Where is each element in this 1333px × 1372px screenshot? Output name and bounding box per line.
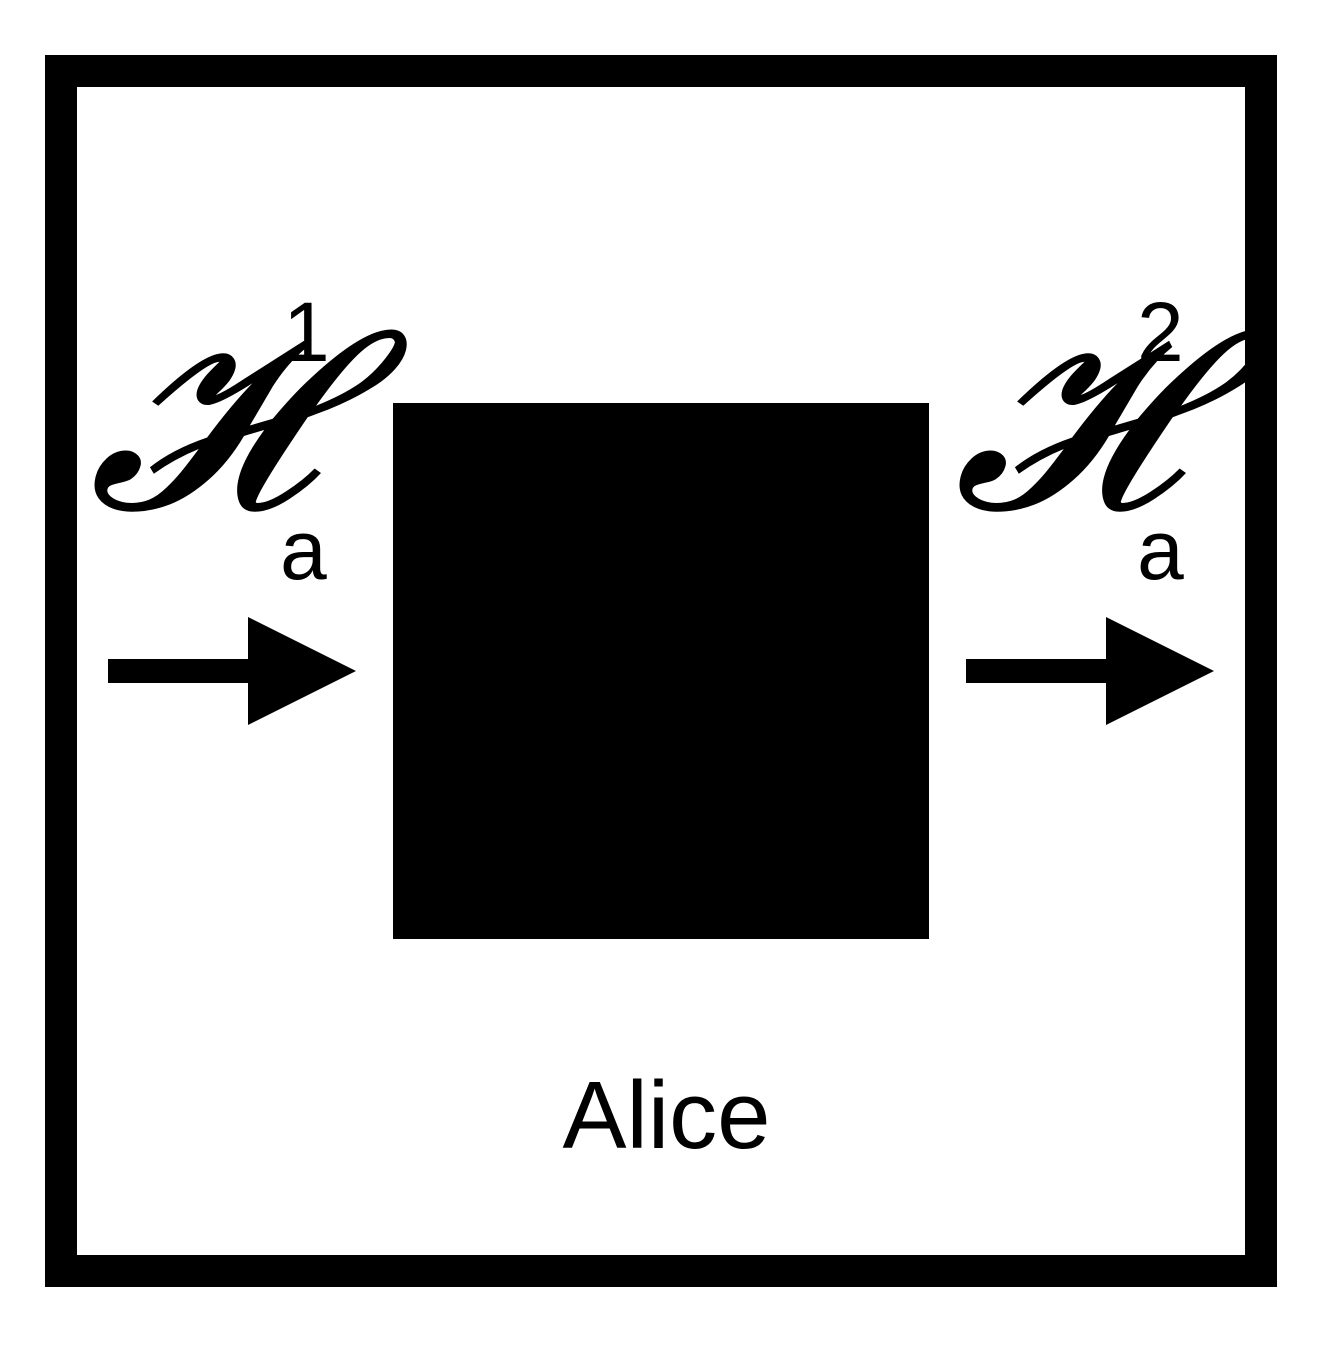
input-space-superscript: 1 bbox=[283, 285, 330, 379]
output-space-superscript: 2 bbox=[1137, 285, 1184, 379]
output-arrow-icon bbox=[966, 617, 1214, 725]
black-box-operation bbox=[393, 403, 929, 939]
alice-label: Alice bbox=[562, 1062, 771, 1169]
input-arrow-icon bbox=[108, 617, 356, 725]
output-space-subscript: a bbox=[1137, 503, 1184, 597]
input-space-subscript: a bbox=[280, 503, 327, 597]
output-space-symbol: 𝓗 bbox=[953, 275, 1179, 566]
input-space-symbol: 𝓗 bbox=[88, 275, 314, 566]
